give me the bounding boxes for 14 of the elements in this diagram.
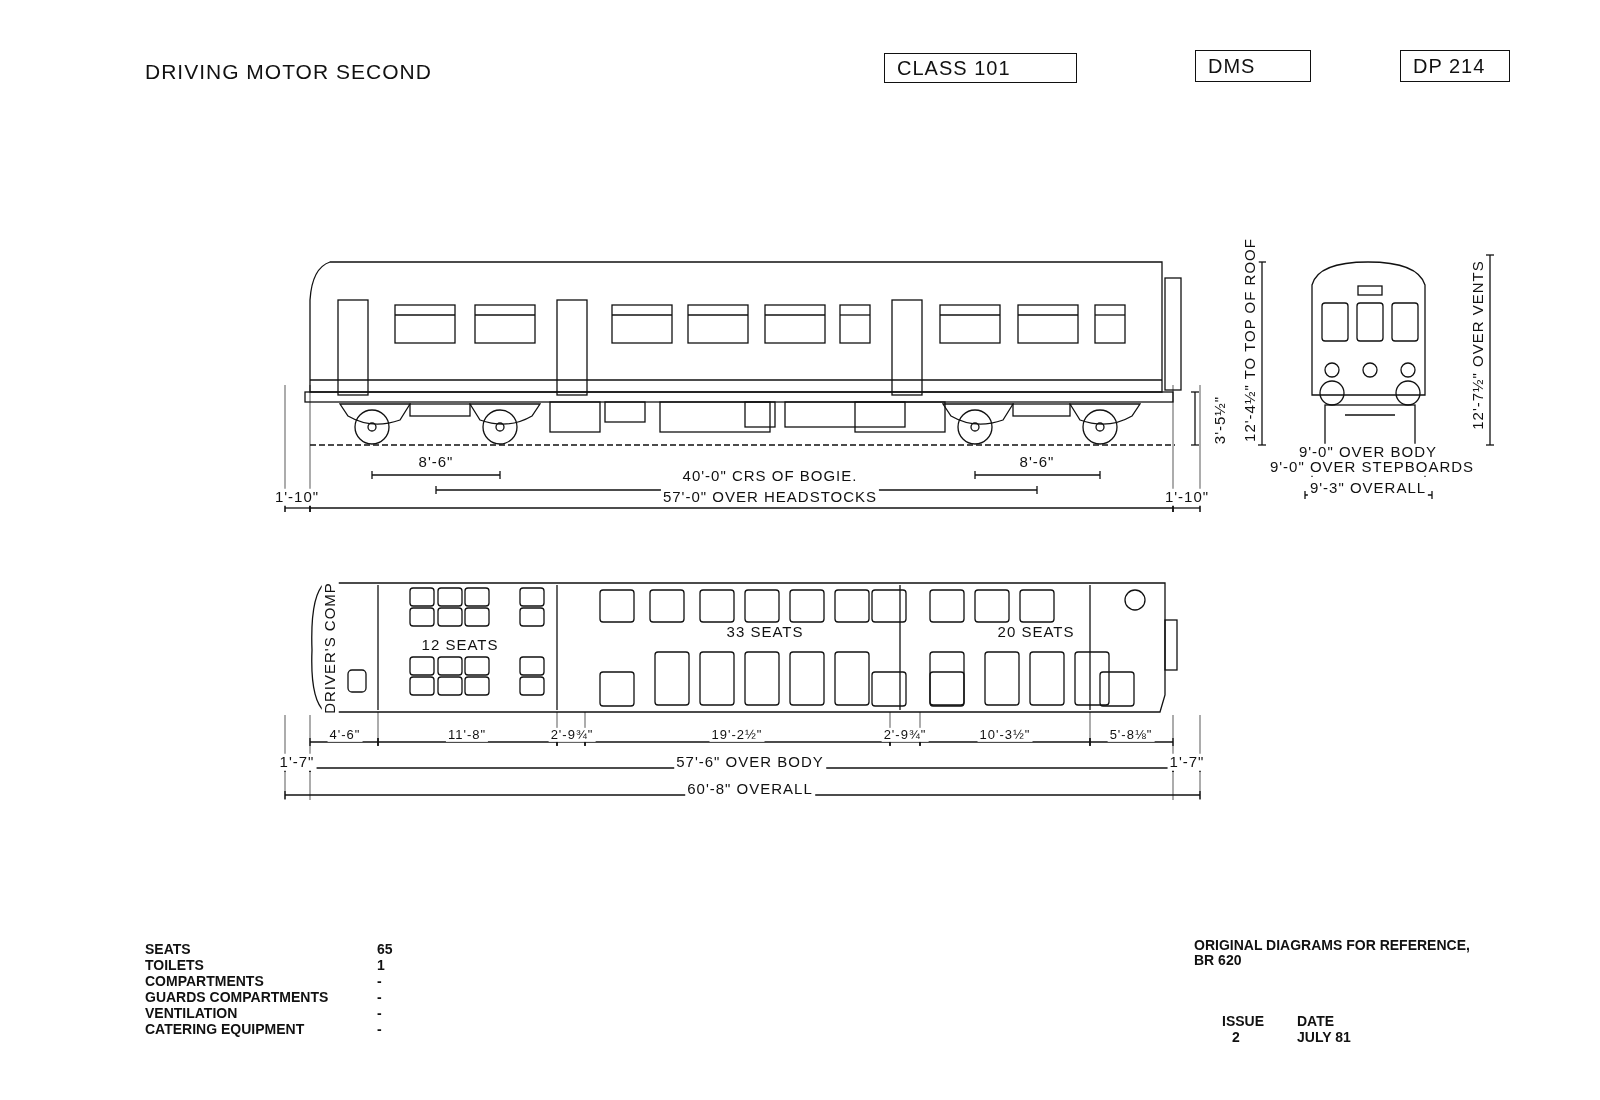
dimension-label: 19'-2½"	[709, 727, 765, 743]
title-block-box: DP 214	[1400, 50, 1510, 82]
table-label: CATERING EQUIPMENT	[143, 1022, 307, 1038]
title-block-box: CLASS 101	[884, 53, 1077, 83]
dimension-label: 4'-6"	[327, 727, 363, 743]
compartment-label: DRIVER'S COMP	[321, 580, 339, 716]
drawing-title: DRIVING MOTOR SECOND	[145, 60, 432, 84]
dimension-label: 2'-9¾"	[881, 727, 929, 743]
dimension-label: 5'-8⅛"	[1107, 727, 1155, 743]
dimension-label: 10'-3½"	[977, 727, 1033, 743]
dimension-label: 11'-8"	[445, 727, 489, 743]
dimension-label: 1'-7"	[277, 753, 317, 771]
dimension-label: 2'-9¾"	[548, 727, 596, 743]
title-block-box: DMS	[1195, 50, 1311, 82]
